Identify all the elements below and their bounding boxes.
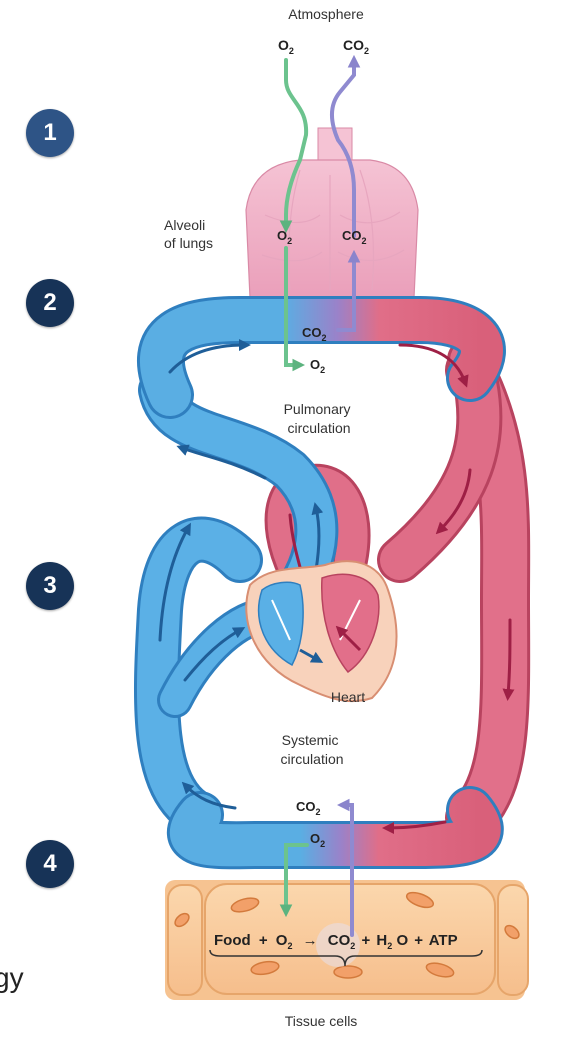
systemic-circulation-label: Systemic circulation xyxy=(280,732,343,767)
blood-vessels xyxy=(133,296,531,870)
blood-flow-arrows xyxy=(158,339,515,834)
heart xyxy=(245,560,398,703)
flow-arrow xyxy=(435,468,472,535)
systemic-co2-label: CO2 xyxy=(296,799,321,817)
atmosphere-o2-label: O2 xyxy=(278,37,294,56)
lungs xyxy=(245,127,419,299)
flow-arrow xyxy=(158,522,191,642)
co2-arrow xyxy=(336,798,354,937)
flow-arrow xyxy=(176,444,267,480)
flow-arrow xyxy=(183,627,246,682)
atmosphere-label: Atmosphere xyxy=(288,6,364,22)
step-badge-2: 2 xyxy=(26,279,74,327)
pulmonary-circulation-label: Pulmonary circulation xyxy=(284,401,355,436)
step-badge-4: 4 xyxy=(26,840,74,888)
co2-arrow xyxy=(330,54,361,238)
oxygen-arrow xyxy=(284,246,306,372)
step-badge-3: 3 xyxy=(26,562,74,610)
flow-arrow xyxy=(502,618,515,701)
mitochondria xyxy=(174,891,520,979)
pulmonary-co2-label: CO2 xyxy=(302,325,327,343)
gas-arrows xyxy=(279,54,361,937)
tissue-cells-label: Tissue cells xyxy=(285,1013,358,1029)
flow-arrow xyxy=(311,502,324,572)
flow-arrow xyxy=(181,781,237,810)
step-badge-1: 1 xyxy=(26,109,74,157)
tissue-cells xyxy=(165,880,529,1000)
flow-arrow xyxy=(335,625,362,652)
pulmonary-o2-label: O2 xyxy=(310,357,325,375)
alveoli-o2-label: O2 xyxy=(277,228,292,246)
oxygen-arrow xyxy=(279,58,309,234)
alveoli-label: Alveoli of lungs xyxy=(164,217,213,251)
flow-arrow xyxy=(382,820,447,834)
alveoli-co2-label: CO2 xyxy=(342,228,367,246)
cropped-text-fragment: gy xyxy=(0,962,24,993)
flow-arrow xyxy=(168,339,251,374)
co2-arrow xyxy=(336,249,361,332)
systemic-o2-label: O2 xyxy=(310,831,325,849)
cellular-respiration-equation: Food + O2 → CO2 + H2 O + ATP xyxy=(214,932,458,953)
oxygen-arrow xyxy=(279,843,309,918)
flow-arrow xyxy=(299,648,324,663)
heart-label: Heart xyxy=(331,689,365,705)
atmosphere-co2-label: CO2 xyxy=(343,37,369,56)
flow-arrow xyxy=(398,343,469,388)
